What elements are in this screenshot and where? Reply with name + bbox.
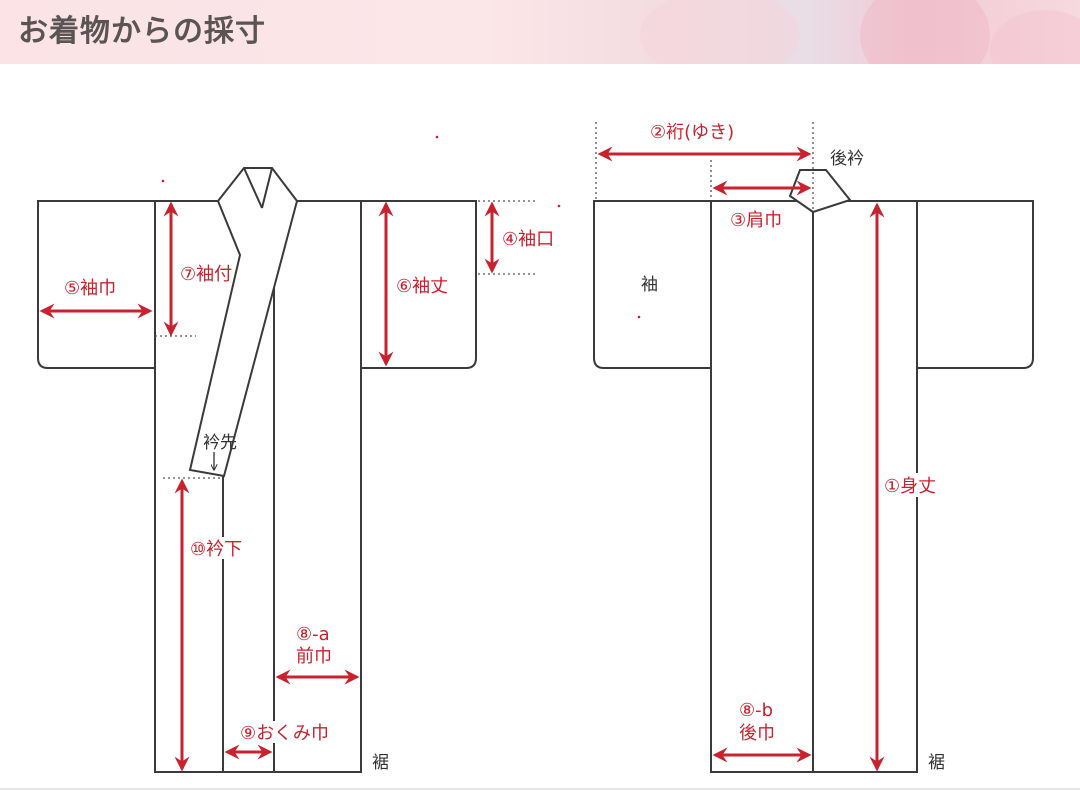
label-sleeve-length: ⑥袖丈: [396, 276, 448, 297]
front-collar: [188, 167, 299, 478]
label-collar-tip: 衿先: [203, 433, 237, 453]
label-okumi-width: ⑨おくみ巾: [240, 723, 329, 744]
label-front-hem: 裾: [372, 753, 389, 773]
label-collar-below: ⑩衿下: [190, 539, 242, 560]
decorative-blossom: [860, 0, 990, 64]
label-sleeve-opening: ④袖口: [502, 229, 554, 250]
label-body-length: ①身丈: [884, 476, 936, 497]
kimono-measurement-diagram: ⑤袖巾 ⑦袖付 ⑥袖丈 ④袖口 衿先 ⑩衿下 ⑧-a 前巾 ⑨おくみ巾 裾 ②裄…: [0, 64, 1080, 792]
label-back-hem: 裾: [928, 753, 945, 773]
label-yuki: ②裄(ゆき): [650, 122, 734, 143]
label-back-width: 後巾: [739, 723, 775, 744]
label-shoulder-width: ③肩巾: [730, 210, 782, 231]
page-header: お着物からの採寸: [0, 0, 1080, 64]
label-sleeve: 袖: [641, 275, 658, 295]
label-back-width-num: ⑧-b: [739, 700, 773, 721]
decorative-blossom: [990, 10, 1080, 64]
back-right-sleeve: [917, 200, 1034, 369]
label-sleeve-attach: ⑦袖付: [180, 264, 232, 285]
back-kimono: [593, 169, 1034, 773]
back-left-sleeve: [593, 200, 711, 369]
front-left-sleeve: [37, 200, 155, 369]
label-sleeve-width: ⑤袖巾: [64, 278, 116, 299]
label-front-width-num: ⑧-a: [296, 624, 330, 645]
front-kimono: [37, 167, 477, 773]
page-title: お着物からの採寸: [18, 14, 266, 49]
bottom-divider: [0, 788, 1080, 790]
label-front-width: 前巾: [296, 646, 332, 667]
decorative-blossom: [640, 0, 800, 64]
decorative-dots: [161, 135, 641, 319]
label-back-collar: 後衿: [830, 149, 864, 169]
